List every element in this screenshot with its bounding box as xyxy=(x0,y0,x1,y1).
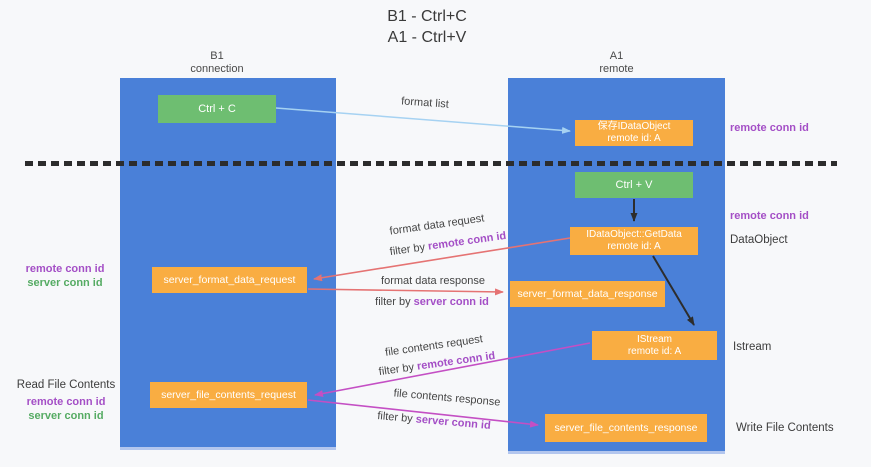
istream-side-label: Istream xyxy=(733,341,772,353)
format-data-response-filter-label: filter by server conn id xyxy=(375,296,489,308)
ctrl-v-label: Ctrl + V xyxy=(615,179,653,191)
server-format-data-response-box: server_format_data_response xyxy=(510,281,665,307)
ctrl-c-box: Ctrl + C xyxy=(158,95,276,123)
server-file-contents-response-label: server_file_contents_response xyxy=(554,422,698,434)
column-b1-name: B1 xyxy=(210,50,224,62)
dataobject-label: DataObject xyxy=(730,234,788,246)
column-header-b1: B1 connection xyxy=(109,50,325,76)
istream-line1: IStream xyxy=(636,333,672,345)
server-file-contents-request-label: server_file_contents_request xyxy=(161,389,296,401)
column-b1-subtitle: connection xyxy=(190,63,244,75)
save-idataobject-box: 保存IDataObject remote id: A xyxy=(575,120,693,146)
column-a1-subtitle: remote xyxy=(599,63,634,75)
left-server-conn-id-1: server conn id xyxy=(27,277,103,289)
format-data-response-label: format data response xyxy=(381,275,485,287)
format-data-response-arrow xyxy=(307,288,504,296)
column-header-a1: A1 remote xyxy=(508,50,725,76)
left-remote-conn-id-2: remote conn id xyxy=(26,396,106,408)
remote-conn-id-top-label: remote conn id xyxy=(730,122,809,134)
clipboard-boundary-dashed-line xyxy=(25,161,837,166)
format-list-label: format list xyxy=(400,95,450,111)
file-contents-response-filter-label: filter by server conn id xyxy=(376,410,492,432)
server-format-data-request-box: server_format_data_request xyxy=(152,267,307,293)
server-file-contents-response-box: server_file_contents_response xyxy=(545,414,707,442)
left-server-conn-id-2: server conn id xyxy=(28,410,104,422)
remote-conn-id-mid-label: remote conn id xyxy=(730,210,809,222)
idataobject-getdata-box: IDataObject::GetData remote id: A xyxy=(570,227,698,255)
write-file-contents-label: Write File Contents xyxy=(736,422,834,434)
server-format-data-request-label: server_format_data_request xyxy=(163,274,296,286)
left-remote-conn-id-1: remote conn id xyxy=(25,263,105,275)
title-line-1: B1 - Ctrl+C xyxy=(387,8,467,25)
file-contents-response-label: file contents response xyxy=(393,387,501,409)
column-a1-name: A1 xyxy=(609,50,624,62)
left-conn-id-block-2: Read File Contents remote conn id server… xyxy=(12,378,120,423)
title-line-2: A1 - Ctrl+V xyxy=(387,29,467,46)
ctrl-c-label: Ctrl + C xyxy=(198,103,236,115)
save-idataobject-line1: 保存IDataObject xyxy=(597,121,671,132)
server-format-data-response-label: server_format_data_response xyxy=(517,288,658,300)
getdata-line1: IDataObject::GetData xyxy=(586,229,682,240)
left-conn-id-block-1: remote conn id server conn id xyxy=(18,262,112,290)
server-file-contents-request-box: server_file_contents_request xyxy=(150,382,307,408)
diagram-title: B1 - Ctrl+C A1 - Ctrl+V xyxy=(387,6,467,48)
ctrl-v-box: Ctrl + V xyxy=(575,172,693,198)
save-idataobject-line2: remote id: A xyxy=(607,133,661,144)
read-file-contents-label: Read File Contents xyxy=(16,379,116,391)
istream-line2: remote id: A xyxy=(627,345,682,357)
istream-box: IStream remote id: A xyxy=(592,331,717,360)
getdata-line2: remote id: A xyxy=(607,241,661,252)
